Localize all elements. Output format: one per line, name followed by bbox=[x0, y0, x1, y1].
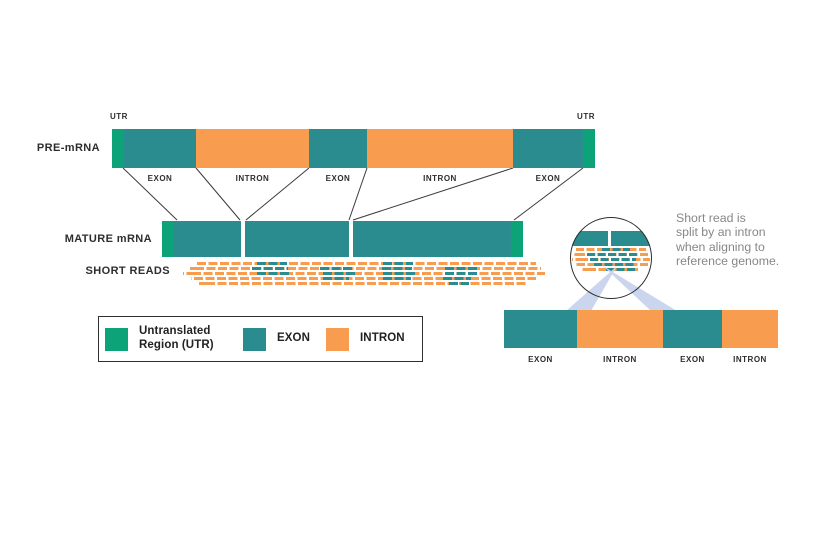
junction-read-cluster bbox=[323, 277, 349, 281]
callout-note: Short read is split by an intron when al… bbox=[676, 211, 816, 269]
pre-mrna-segment bbox=[124, 129, 196, 168]
legend-label: Untranslated Region (UTR) bbox=[139, 325, 214, 351]
segment-label: INTRON bbox=[733, 355, 767, 364]
mature-mrna-segment bbox=[511, 221, 523, 257]
mature-mrna-segment bbox=[353, 221, 511, 257]
mature-mrna-segment bbox=[174, 221, 241, 257]
callout-note-line: split by an intron bbox=[676, 225, 766, 240]
junction-read-cluster bbox=[323, 272, 355, 276]
pre-mrna-segment bbox=[367, 129, 513, 168]
read-row bbox=[183, 272, 545, 276]
genome-bar-segment bbox=[663, 310, 722, 348]
mature-mrna-segment bbox=[349, 221, 353, 257]
segment-label: EXON bbox=[680, 355, 705, 364]
utr-label-right: UTR bbox=[577, 112, 595, 121]
callout-note-line: Short read is bbox=[676, 211, 746, 225]
legend-swatch bbox=[243, 327, 266, 351]
legend-item: EXON bbox=[243, 327, 310, 351]
segment-label bbox=[112, 174, 124, 183]
read-row bbox=[197, 262, 536, 266]
junction-read-cluster bbox=[383, 277, 411, 281]
read-row bbox=[191, 277, 536, 281]
mature-mrna-bar bbox=[162, 221, 523, 257]
junction-read-cluster bbox=[257, 262, 287, 266]
segment-label: EXON bbox=[147, 174, 173, 183]
legend-item: Untranslated Region (UTR) bbox=[105, 325, 227, 352]
mature-mrna-segment bbox=[241, 221, 245, 257]
junction-read-cluster bbox=[445, 272, 479, 276]
junction-read-cluster bbox=[445, 267, 477, 271]
legend-swatch bbox=[105, 327, 128, 351]
reference-genome-bar bbox=[504, 310, 778, 348]
segment-label bbox=[583, 174, 595, 183]
segment-label: EXON bbox=[535, 174, 561, 183]
junction-read-cluster bbox=[383, 272, 417, 276]
segment-label: INTRON bbox=[423, 174, 457, 183]
read-row bbox=[199, 282, 528, 286]
legend-label: INTRON bbox=[360, 332, 405, 345]
legend-box: Untranslated Region (UTR) EXON INTRON bbox=[98, 316, 423, 362]
segment-label: EXON bbox=[528, 355, 553, 364]
short-reads-label: SHORT READS bbox=[85, 265, 170, 277]
junction-read-cluster bbox=[257, 272, 289, 276]
segment-label: INTRON bbox=[603, 355, 637, 364]
junction-read-cluster bbox=[320, 267, 354, 271]
genome-bar-segment bbox=[722, 310, 778, 348]
callout-note-line: reference genome. bbox=[676, 254, 780, 269]
segment-label: INTRON bbox=[235, 174, 270, 183]
mature-mrna-segment bbox=[162, 221, 174, 257]
genome-bar-labels: EXON INTRON EXON INTRON bbox=[504, 355, 778, 364]
pre-mrna-segment bbox=[309, 129, 367, 168]
pre-mrna-segment bbox=[513, 129, 583, 168]
pre-mrna-segment bbox=[112, 129, 124, 168]
genome-bar-segment bbox=[504, 310, 577, 348]
mature-mrna-label: MATURE mRNA bbox=[64, 233, 152, 245]
legend-item: INTRON bbox=[326, 327, 405, 351]
pre-mrna-segment bbox=[583, 129, 595, 168]
junction-read-cluster bbox=[383, 262, 413, 266]
genome-bar-segment bbox=[577, 310, 663, 348]
legend-swatch bbox=[326, 327, 349, 351]
junction-read-cluster bbox=[382, 267, 412, 271]
segment-label: EXON bbox=[325, 174, 351, 183]
read-row bbox=[190, 267, 541, 271]
callout-note-line: when aligning to bbox=[676, 239, 765, 254]
pre-mrna-segment bbox=[196, 129, 309, 168]
magnifier-circle-outline bbox=[570, 217, 652, 299]
pre-mrna-segment-labels: EXON INTRON EXON INTRON EXON bbox=[112, 174, 595, 183]
legend-label: EXON bbox=[277, 332, 310, 345]
utr-label-left: UTR bbox=[110, 112, 128, 121]
mature-mrna-segment bbox=[245, 221, 349, 257]
junction-read-cluster bbox=[443, 277, 471, 281]
junction-read-cluster bbox=[449, 282, 469, 286]
junction-read-cluster bbox=[252, 267, 288, 271]
pre-mrna-bar bbox=[112, 129, 595, 168]
pre-mrna-label: PRE-mRNA bbox=[36, 142, 100, 154]
